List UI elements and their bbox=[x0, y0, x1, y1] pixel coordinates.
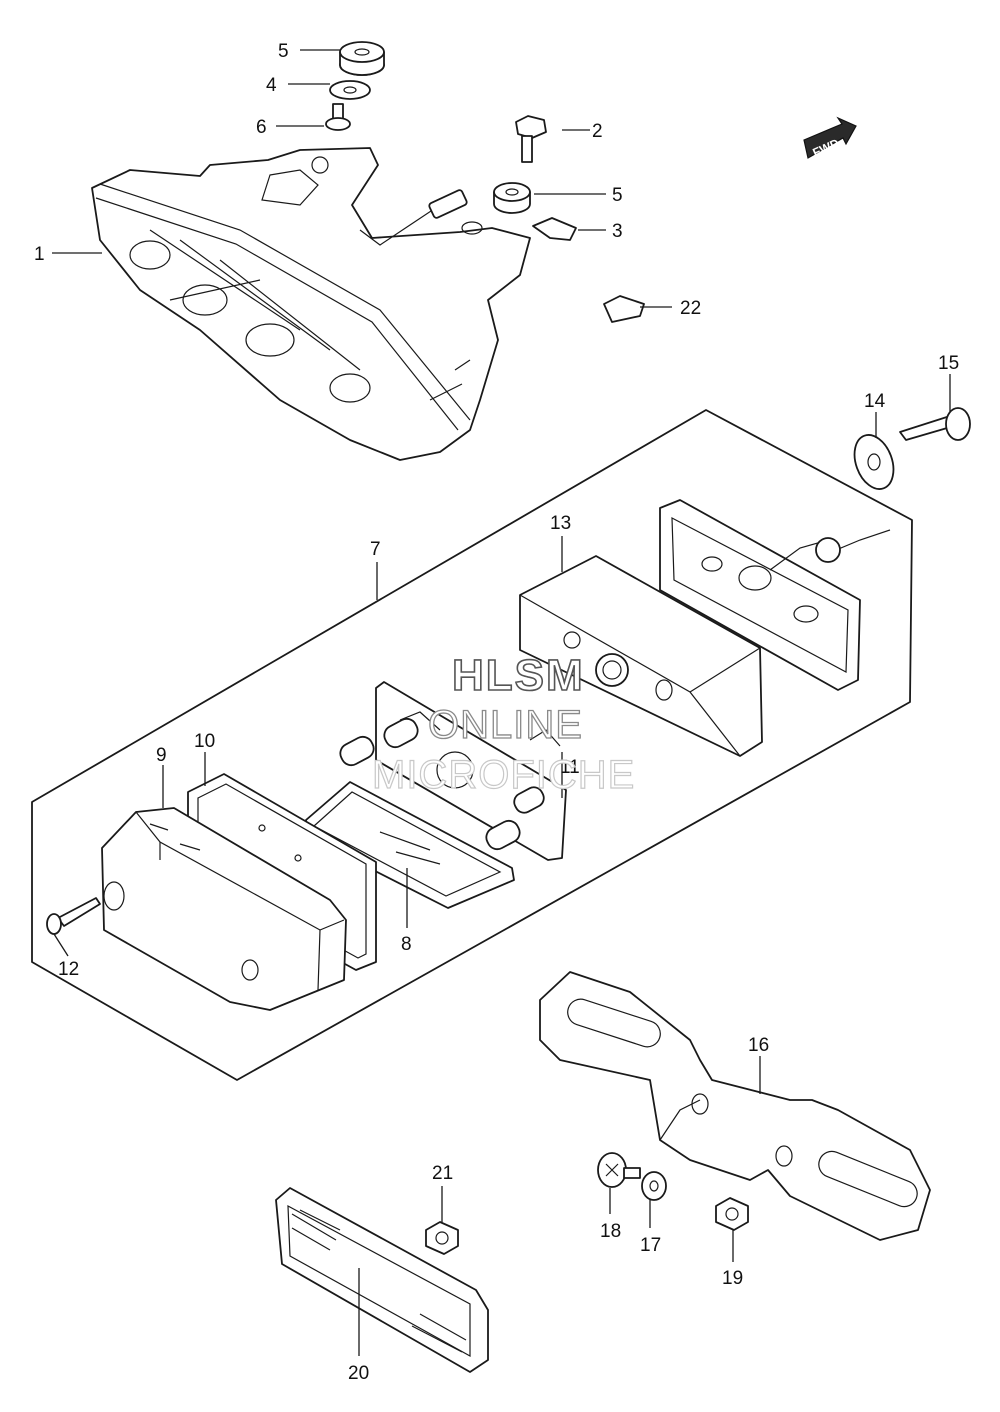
watermark-line1: HLSM bbox=[452, 651, 585, 700]
callout-21: 21 bbox=[432, 1163, 453, 1184]
fwd-arrow-icon: FWD bbox=[803, 116, 857, 160]
reflector-20 bbox=[275, 1187, 489, 1373]
lamp-body-13 bbox=[519, 555, 763, 757]
cushion-5-top bbox=[339, 41, 385, 76]
nut-3 bbox=[532, 217, 577, 241]
lens-9 bbox=[101, 807, 347, 1011]
license-bracket-16 bbox=[539, 971, 931, 1241]
callout-16: 16 bbox=[748, 1035, 769, 1056]
washer-17 bbox=[641, 1171, 667, 1201]
callout-10: 10 bbox=[194, 731, 215, 752]
leader-lines bbox=[52, 49, 951, 1356]
callout-8: 8 bbox=[401, 934, 412, 955]
watermark: HLSM ONLINE MICROFICHE bbox=[371, 650, 635, 797]
callout-3: 3 bbox=[612, 221, 623, 242]
part-22 bbox=[603, 295, 645, 323]
watermark-line2: ONLINE bbox=[428, 703, 583, 747]
callout-2: 2 bbox=[592, 121, 603, 142]
callout-5-right: 5 bbox=[612, 185, 623, 206]
watermark-line3: MICROFICHE bbox=[372, 753, 635, 797]
callout-11: 11 bbox=[560, 757, 580, 778]
callout-15: 15 bbox=[938, 353, 959, 374]
callout-7: 7 bbox=[370, 539, 381, 560]
rear-combination-lamp bbox=[91, 147, 531, 461]
callout-9: 9 bbox=[156, 745, 167, 766]
washer-14 bbox=[853, 434, 895, 490]
cushion-5-right bbox=[493, 182, 531, 214]
screw-15 bbox=[899, 407, 971, 441]
lamp-kit-outline bbox=[31, 409, 913, 1081]
callout-22: 22 bbox=[680, 298, 701, 319]
callout-1: 1 bbox=[34, 244, 45, 265]
callout-20: 20 bbox=[348, 1363, 369, 1384]
nut-21 bbox=[425, 1221, 459, 1255]
washer-4 bbox=[329, 80, 371, 100]
callout-14: 14 bbox=[864, 391, 886, 412]
callout-5-top: 5 bbox=[278, 41, 289, 62]
lamp-base-bracket bbox=[659, 499, 891, 691]
bulb-socket-11 bbox=[339, 681, 567, 861]
callout-13: 13 bbox=[550, 513, 571, 534]
bolt-2 bbox=[515, 115, 547, 163]
callout-18: 18 bbox=[600, 1221, 621, 1242]
callout-19: 19 bbox=[722, 1268, 743, 1289]
callout-17: 17 bbox=[640, 1235, 661, 1256]
callout-4: 4 bbox=[266, 75, 277, 96]
callout-12: 12 bbox=[58, 959, 79, 980]
callout-6: 6 bbox=[256, 117, 267, 138]
bolt-6 bbox=[325, 103, 351, 131]
screw-12 bbox=[46, 897, 101, 935]
bolt-18 bbox=[597, 1152, 641, 1188]
callout-numbers: 1 2 3 4 5 5 6 7 8 9 10 11 12 13 14 15 16… bbox=[34, 41, 959, 1384]
nut-19 bbox=[715, 1197, 749, 1231]
